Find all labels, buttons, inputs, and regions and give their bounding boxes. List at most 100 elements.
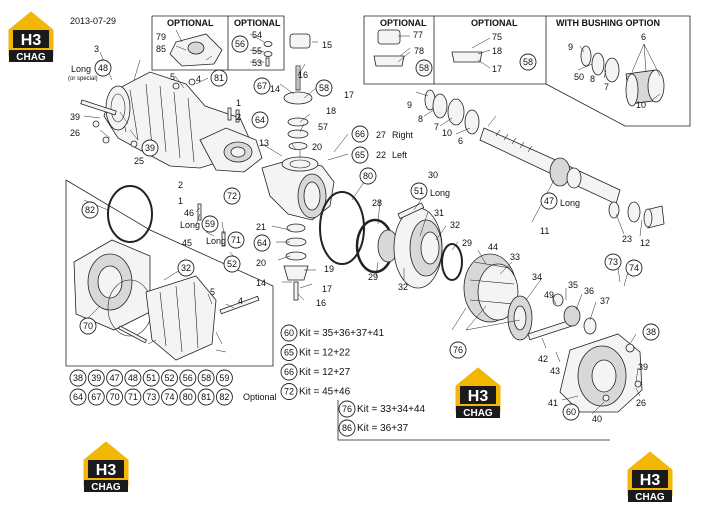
part-label: 5 [210, 287, 215, 297]
legend-callout-circle [69, 388, 87, 406]
part-label: 46 [184, 208, 194, 218]
legend-callout-circle [124, 388, 142, 406]
part-label: 9 [407, 100, 412, 110]
callout: 64 [257, 238, 267, 248]
legend-callout-circle [215, 369, 233, 387]
optional-header-2: OPTIONAL [234, 18, 281, 28]
part-label: 15 [322, 40, 332, 50]
kit-callout-number: 86 [342, 423, 352, 433]
bushing-option-header: WITH BUSHING OPTION [556, 18, 660, 28]
callout: 58 [319, 83, 329, 93]
part-label: 39 [70, 112, 80, 122]
legend-callout-number: 51 [146, 373, 156, 383]
part-label: 17 [344, 90, 354, 100]
part-label: 13 [259, 138, 269, 148]
callout: 56 [235, 39, 245, 49]
logo-banner [628, 490, 672, 502]
logo-text-bottom: CHAG [463, 408, 493, 419]
axle-housing [80, 71, 263, 173]
part-label: 29 [462, 238, 472, 248]
part-label: 1 [236, 98, 241, 108]
callout: 39 [145, 143, 155, 153]
detail-box-parts [73, 185, 260, 361]
legend-callout-number: 82 [219, 392, 229, 402]
callout: 67 [257, 81, 267, 91]
legend-callout-circle [215, 388, 233, 406]
legend-callout-number: 80 [183, 392, 193, 402]
part-label: 6 [458, 136, 463, 146]
planet-gears [552, 293, 597, 335]
part-label: 55 [252, 46, 262, 56]
callout: 76 [453, 345, 463, 355]
callout: 80 [363, 171, 373, 181]
legend-callout-circle [69, 369, 87, 387]
part-label: 4 [238, 296, 243, 306]
optional-header-4: OPTIONAL [471, 18, 518, 28]
part-label: 7 [604, 82, 609, 92]
part-label: 44 [488, 242, 498, 252]
callout: 71 [231, 235, 241, 245]
part-label: 5 [170, 72, 175, 82]
callout: 60 [566, 407, 576, 417]
part-label: 36 [584, 286, 594, 296]
part-label: 16 [298, 70, 308, 80]
legend-callout-number: 81 [201, 392, 211, 402]
right-label: Right [392, 130, 414, 140]
part-label: 22 [376, 150, 386, 160]
part-label: 26 [636, 398, 646, 408]
part-label: 39 [638, 362, 648, 372]
callout: 74 [629, 263, 639, 273]
part-label: 32 [398, 282, 408, 292]
legend-callout-circle [142, 388, 160, 406]
part-label: 20 [312, 142, 322, 152]
part-number-labels: 3 Long (or special) 5 4 1 2 39 26 25 13 … [68, 30, 650, 424]
part-label: 11 [540, 226, 549, 236]
left-label: Left [392, 150, 408, 160]
kit-callout-circle [338, 400, 356, 418]
logo-banner [9, 50, 53, 62]
part-label: 3 [94, 44, 99, 54]
kit-callout-number: 72 [284, 387, 294, 397]
callout: 72 [227, 191, 237, 201]
part-label: 31 [434, 208, 444, 218]
planetary-housing [559, 333, 643, 413]
part-label: 28 [372, 198, 382, 208]
part-label: 57 [318, 122, 328, 132]
optional-header-3: OPTIONAL [380, 18, 427, 28]
kit-callout-number: 66 [284, 367, 294, 377]
part-label: 50 [574, 72, 584, 82]
long-label: Long [206, 236, 226, 246]
callout: 58 [523, 57, 533, 67]
logo-plate [632, 470, 668, 488]
logo-banner [456, 406, 500, 418]
leader-lines [83, 29, 661, 415]
logo-plate [88, 460, 124, 478]
part-label: 19 [324, 264, 334, 274]
kit-callout-circle [280, 344, 298, 361]
kit-callout-number: 60 [284, 328, 294, 338]
legend-callout-circle [142, 369, 160, 387]
legend-callout-number: 64 [73, 392, 83, 402]
legend-callout-number: 39 [91, 373, 101, 383]
part-label: 12 [640, 238, 650, 248]
legend-callout-circle [197, 369, 215, 387]
part-label: 7 [434, 122, 439, 132]
part-label: 45 [182, 238, 192, 248]
part-label: 30 [428, 170, 438, 180]
part-label: 4 [196, 74, 201, 84]
part-label: 16 [316, 298, 326, 308]
kit-callout-circle [280, 324, 298, 342]
callout: 81 [214, 73, 224, 83]
part-label: 49 [544, 290, 554, 300]
legend-callout-number: 70 [110, 392, 120, 402]
part-label: 78 [414, 46, 424, 56]
kit-composition-text: Kit = 12+27 [299, 367, 351, 378]
legend-callout-number: 67 [91, 392, 101, 402]
legend-callout-circle [161, 388, 178, 406]
legend-callout-number: 52 [165, 373, 175, 383]
bushing-seals [424, 45, 665, 229]
legend-callout-circle [106, 369, 124, 387]
kit-composition-text: Kit = 36+37 [357, 423, 409, 434]
